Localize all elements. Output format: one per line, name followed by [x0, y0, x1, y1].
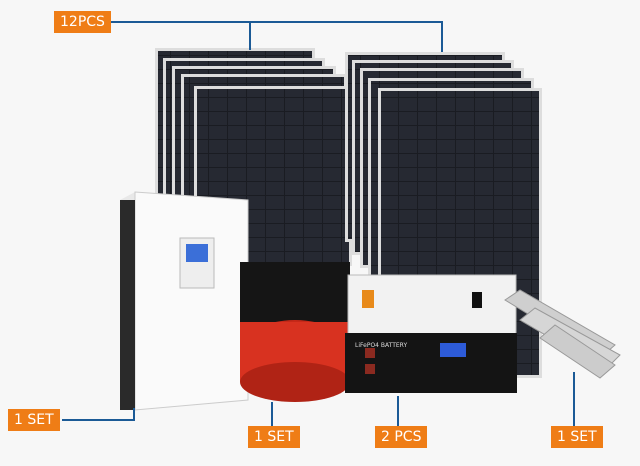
- mounting-rails: [504, 289, 621, 379]
- leader-lines: [62, 21, 575, 426]
- solar-panels-left: [155, 48, 352, 266]
- battery-white: [347, 274, 517, 336]
- battery-model-text: LiFePO4 BATTERY: [355, 342, 408, 349]
- panels-quantity-label: 12PCS: [54, 11, 111, 33]
- mounts-quantity-label: 1 SET: [551, 426, 603, 448]
- inverter-quantity-label: 1 SET: [8, 409, 60, 431]
- cables-quantity-label: 1 SET: [248, 426, 300, 448]
- inverter: [120, 191, 249, 411]
- cables: [240, 262, 350, 402]
- battery-black: [345, 333, 517, 393]
- solar-panels-right: [345, 52, 542, 378]
- batteries-quantity-label: 2 PCS: [375, 426, 428, 448]
